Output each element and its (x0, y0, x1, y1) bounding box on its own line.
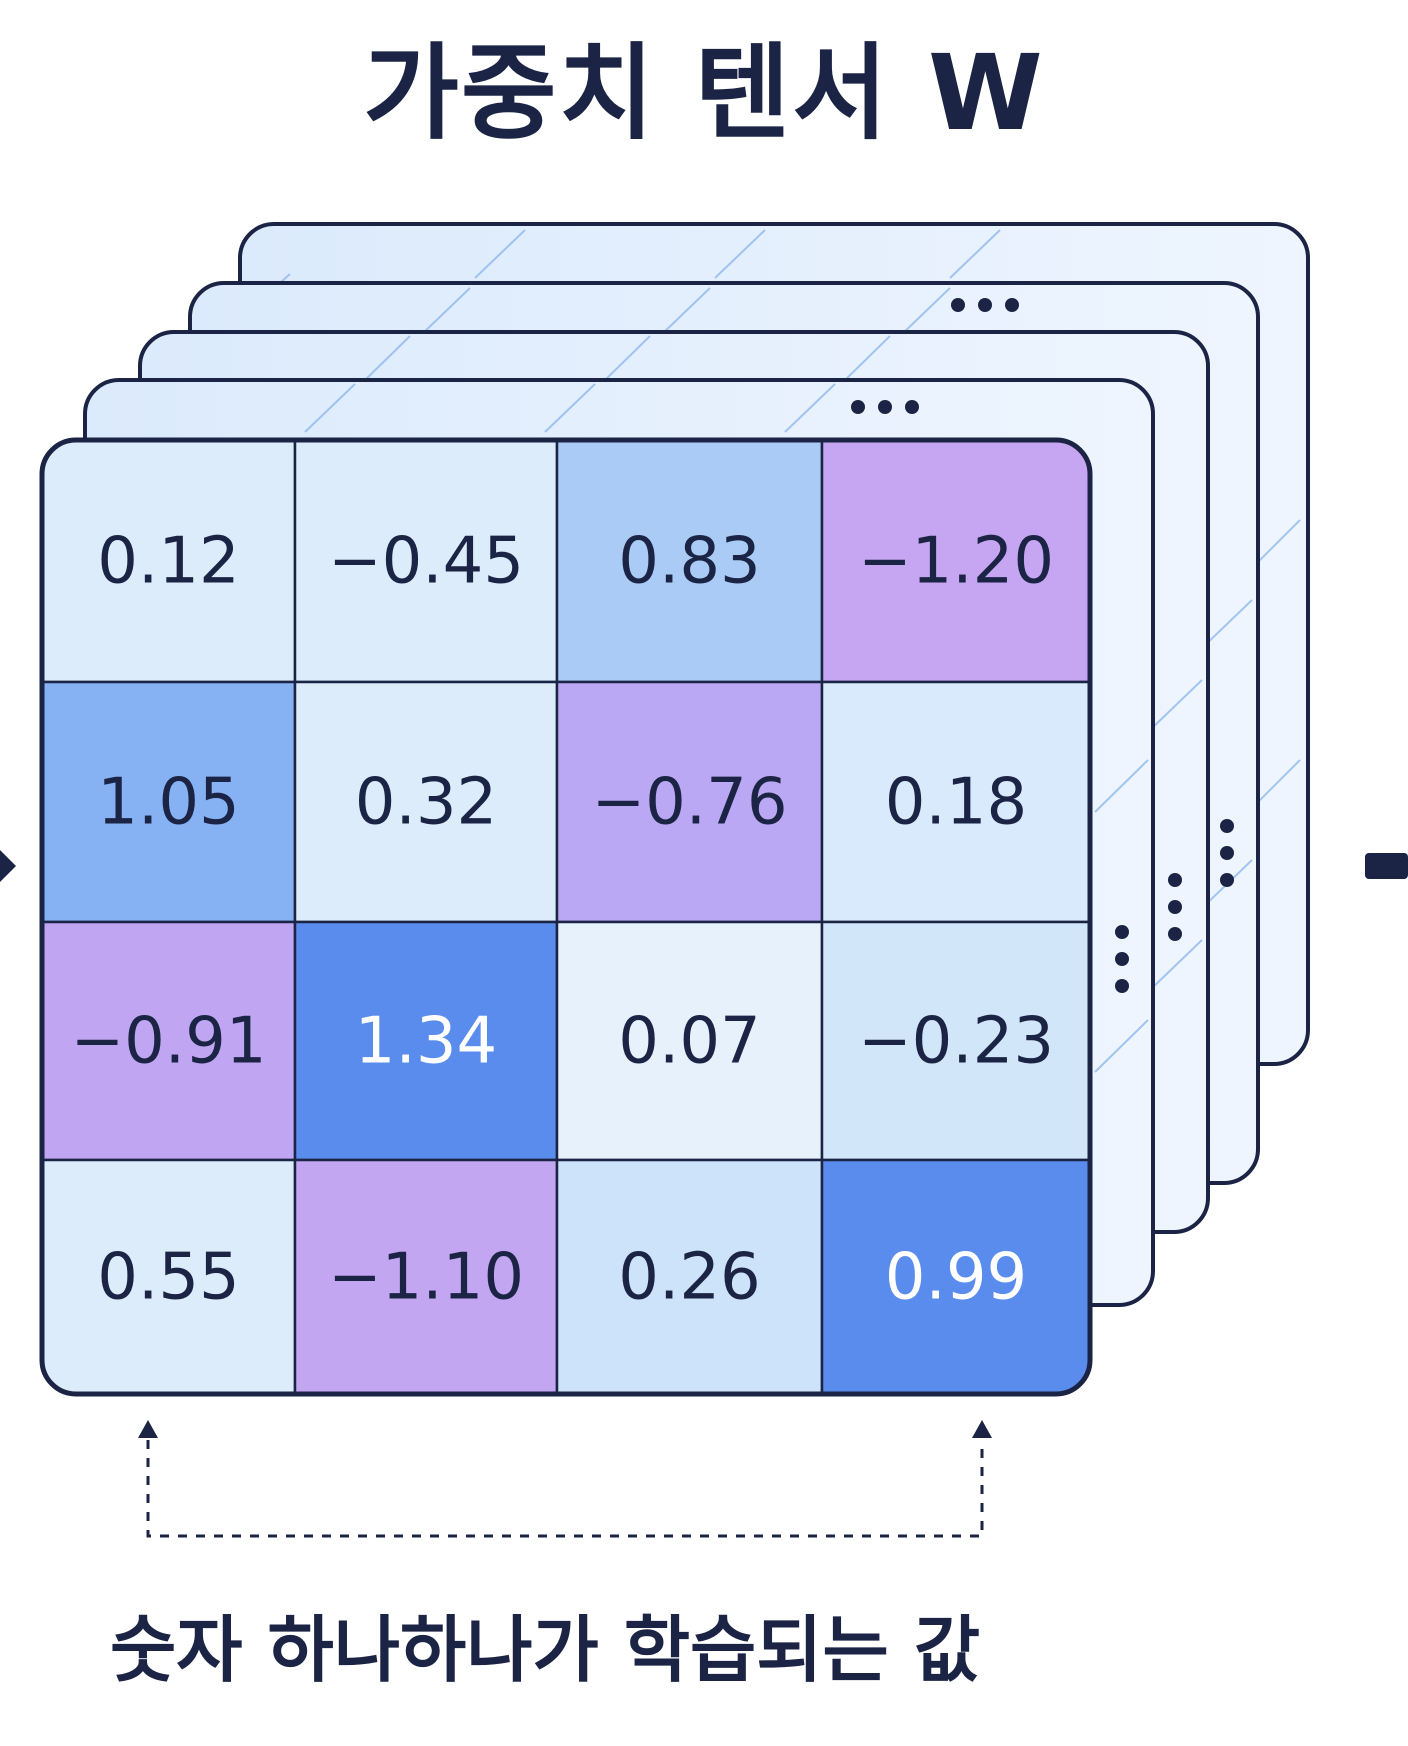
diagram-title: 가중치 텐서 W (363, 32, 1045, 154)
matrix-cell-bg (820, 440, 1090, 684)
input-arrow (0, 850, 16, 882)
caption: 숫자 하나하나가 학습되는 값 (110, 1608, 981, 1692)
matrix-cell-value: −0.76 (591, 766, 787, 840)
matrix-cell-bg (820, 1158, 1090, 1394)
bracket-arrowheads (138, 1420, 992, 1438)
matrix-cell-bg (42, 680, 297, 924)
matrix-cell-value: 0.26 (618, 1241, 761, 1315)
output-arrow (1365, 853, 1408, 879)
matrix-cell-value: 0.32 (355, 766, 498, 840)
matrix-cell: −0.76 (555, 680, 824, 924)
matrix-cell-value: −0.23 (858, 1005, 1054, 1079)
bracket-arrowhead-left (138, 1420, 158, 1438)
matrix-cell-value: 1.34 (355, 1005, 498, 1079)
ellipsis-horizontal-top (951, 298, 1019, 312)
matrix-cell: 1.05 (42, 680, 297, 924)
ellipsis-horizontal-mid (851, 400, 919, 414)
bracket-arrowhead-right (972, 1420, 992, 1438)
matrix-cell-bg (42, 1158, 297, 1394)
matrix-cell: 0.12 (42, 440, 297, 684)
ellipsis-vertical-right (1220, 819, 1234, 887)
matrix-cell-value: −0.91 (70, 1005, 266, 1079)
ellipsis-vertical-left (1115, 925, 1129, 993)
matrix-cell: 0.07 (555, 920, 824, 1162)
matrix-cell-bg (293, 680, 559, 924)
matrix-cell-value: 0.18 (885, 766, 1028, 840)
matrix-cells: 0.12 −0.45 0.83 −1.20 1.05 0.32 −0.76 0.18 −0.91… (42, 440, 1090, 1394)
matrix-cell-value: 0.83 (618, 525, 761, 599)
matrix-cell-value: 0.12 (97, 525, 240, 599)
matrix-cell-bg (555, 920, 824, 1162)
matrix-cell-value: −0.45 (328, 525, 524, 599)
matrix-cell-bg (42, 920, 297, 1162)
matrix-cell-value: 1.05 (97, 766, 240, 840)
matrix-cell-value: 0.55 (97, 1241, 240, 1315)
matrix-cell-value: 0.99 (885, 1241, 1028, 1315)
matrix-cell: −0.45 (293, 440, 559, 684)
matrix-cell-value: −1.10 (328, 1241, 524, 1315)
ellipsis-vertical-mid (1168, 873, 1182, 941)
front-matrix: 0.12 −0.45 0.83 −1.20 1.05 0.32 −0.76 0.18 −0.91… (39, 437, 1093, 1397)
matrix-cell: 0.99 (820, 1158, 1090, 1394)
matrix-cell: −0.23 (820, 920, 1090, 1162)
dashed-bracket (146, 1440, 984, 1538)
matrix-cell-bg (555, 680, 824, 924)
matrix-cell-value: 0.07 (618, 1005, 761, 1079)
matrix-cell-bg (555, 1158, 824, 1394)
matrix-cell: 0.18 (820, 680, 1090, 924)
matrix-cell: 0.26 (555, 1158, 824, 1394)
matrix-cell: 0.83 (555, 440, 824, 684)
matrix-cell-bg (293, 1158, 559, 1394)
matrix-cell: 0.32 (293, 680, 559, 924)
matrix-cell: −1.20 (820, 440, 1090, 684)
matrix-cell: 1.34 (293, 920, 559, 1162)
depth-ellipsis-markers (851, 298, 1234, 993)
matrix-cell: −0.91 (42, 920, 297, 1162)
matrix-cell-value: −1.20 (858, 525, 1054, 599)
matrix-cell: 0.55 (42, 1158, 297, 1394)
matrix-cell: −1.10 (293, 1158, 559, 1394)
matrix-cell-bg (820, 680, 1090, 924)
